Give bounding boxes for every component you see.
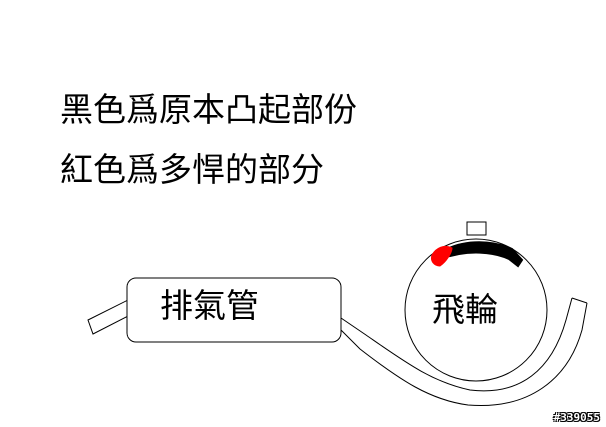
top-tab: [466, 221, 487, 236]
original-raised-mark: [445, 241, 524, 268]
legend-black-meaning: 黑色爲原本凸起部份: [60, 90, 357, 129]
extra-weld-mark: [431, 245, 453, 267]
flywheel-circle: [404, 238, 548, 382]
image-id-watermark: #339055: [553, 411, 600, 424]
muffler-label: 排氣管: [160, 286, 259, 325]
flywheel-label: 飛輪: [432, 290, 498, 329]
tailpipe-inner: [340, 302, 588, 407]
tailpipe-end: [571, 297, 588, 304]
legend-red-meaning: 紅色爲多悍的部分: [60, 150, 324, 189]
muffler-body: [126, 277, 342, 343]
tailpipe-outer: [340, 297, 573, 392]
inlet-pipe: [87, 299, 133, 335]
